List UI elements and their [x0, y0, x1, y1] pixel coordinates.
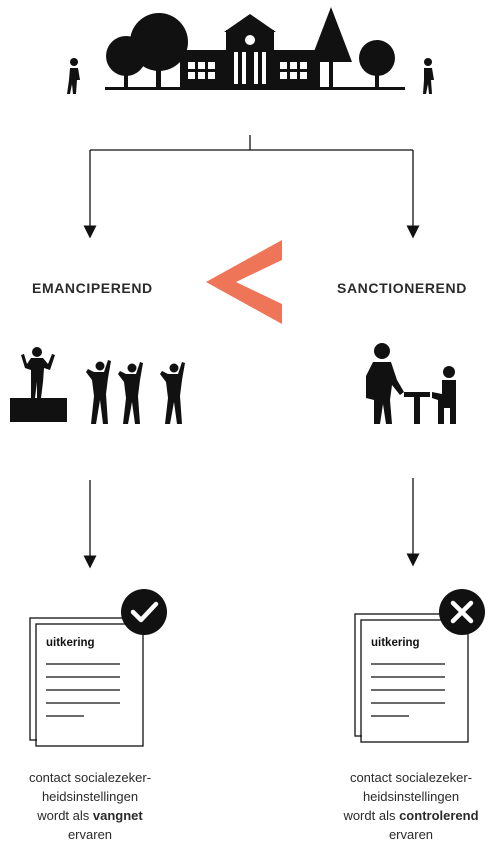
left-caption-line4: ervaren [67, 827, 113, 842]
top-connector [83, 135, 420, 239]
left-caption-emphasis: vangnet [92, 808, 143, 823]
left-caption: contact socialezeker- heidsinstellingen … [0, 768, 180, 844]
right-caption-line3: wordt als controlerend [321, 806, 487, 825]
left-document-title: uitkering [46, 637, 95, 649]
right-caption-line4: ervaren [388, 827, 434, 842]
left-caption-line1: contact socialezeker- [28, 770, 152, 785]
pedestrian-right-icon [423, 58, 434, 94]
left-benefit-document [29, 617, 144, 747]
building-windows [188, 35, 307, 84]
right-document-title: uitkering [371, 637, 420, 649]
left-caption-prefix: wordt als [37, 808, 93, 823]
cheering-crowd-icon [86, 360, 185, 424]
check-icon [121, 589, 167, 635]
right-caption: contact socialezeker- heidsinstellingen … [321, 768, 487, 844]
speaker-on-podium-icon [10, 347, 67, 422]
right-caption-line1: contact socialezeker- [349, 770, 473, 785]
right-caption-prefix: wordt als [343, 808, 400, 823]
less-than-chevron-icon [206, 240, 282, 324]
right-caption-emphasis: controlerend [399, 808, 479, 823]
cross-icon [439, 589, 485, 635]
left-caption-line3: wordt als vangnet [0, 806, 180, 825]
label-sanctionerend: SANCTIONEREND [337, 280, 467, 296]
right-caption-line2: heidsinstellingen [362, 789, 460, 804]
right-benefit-document [354, 613, 469, 743]
label-emanciperend: EMANCIPEREND [32, 280, 153, 296]
pedestrian-left-icon [67, 58, 80, 94]
left-caption-line2: heidsinstellingen [41, 789, 139, 804]
interrogation-icon [366, 343, 456, 424]
